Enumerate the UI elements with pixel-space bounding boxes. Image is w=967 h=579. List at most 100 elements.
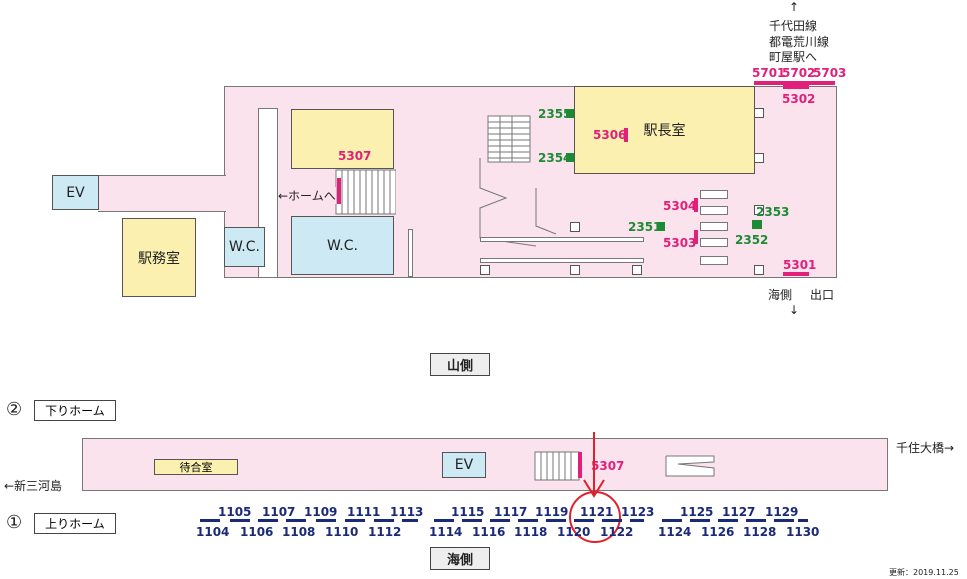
door-dash	[798, 519, 808, 522]
code-5702: 5702	[782, 66, 816, 80]
door-dash	[690, 519, 710, 522]
pillar	[408, 229, 413, 277]
marker-570x	[754, 81, 835, 85]
door-1113: 1113	[390, 505, 424, 519]
waiting-room: 待合室	[154, 459, 238, 475]
pillar-sq	[570, 222, 580, 232]
wc-large: W.C.	[291, 216, 394, 275]
marker-5301	[783, 272, 809, 276]
marker-2353	[752, 220, 762, 229]
gate-4	[700, 238, 728, 247]
gate-1	[700, 190, 728, 199]
connection-line-1: 千代田線	[769, 19, 818, 33]
ticket-gate-line	[480, 237, 644, 242]
door-dash	[434, 519, 454, 522]
station-office: 駅務室	[122, 218, 196, 297]
connection-line-2: 都電荒川線	[769, 35, 830, 49]
wc-small: W.C.	[224, 227, 265, 267]
code-5703: 5703	[813, 66, 847, 80]
ticket-gate-line-2	[480, 258, 644, 263]
staircase-room	[291, 109, 394, 169]
pillar-sq	[754, 265, 764, 275]
marker-5302	[783, 84, 809, 89]
door-1123: 1123	[621, 505, 655, 519]
door-1110: 1110	[325, 525, 359, 539]
platform2-number: ②	[6, 399, 23, 420]
pillar-sq	[632, 265, 642, 275]
exit-label: 出口	[810, 288, 835, 302]
door-1121: 1121	[580, 505, 614, 519]
door-1127: 1127	[722, 505, 756, 519]
door-dash	[258, 519, 278, 522]
door-dash	[230, 519, 250, 522]
door-dash	[518, 519, 538, 522]
door-dash	[662, 519, 682, 522]
station-master-room: 駅長室	[574, 86, 755, 174]
code-5306: 5306	[593, 128, 627, 142]
pillar-sq	[754, 205, 764, 215]
door-dash	[630, 519, 644, 522]
door-1109: 1109	[304, 505, 338, 519]
door-1104: 1104	[196, 525, 230, 539]
marker-5303	[694, 230, 698, 244]
door-1128: 1128	[743, 525, 777, 539]
platform1-number: ①	[6, 512, 23, 533]
door-1125: 1125	[680, 505, 714, 519]
code-5304: 5304	[663, 199, 697, 213]
door-dash	[718, 519, 738, 522]
marker-2351	[657, 222, 665, 231]
marker-2355	[566, 109, 574, 118]
code-2354: 2354	[538, 151, 572, 165]
door-dash	[402, 519, 418, 522]
door-dash	[345, 519, 365, 522]
door-dash	[574, 519, 594, 522]
platform-ev: EV	[442, 452, 486, 478]
code-2352: 2352	[735, 233, 769, 247]
door-dash	[746, 519, 766, 522]
code-2353: 2353	[756, 205, 790, 219]
platform-code-5307: 5307	[591, 459, 625, 473]
door-dash	[286, 519, 306, 522]
door-dash	[462, 519, 482, 522]
door-1106: 1106	[240, 525, 274, 539]
direction-right: 千住大橋→	[896, 441, 955, 455]
exit-side-label: 海側	[768, 288, 793, 302]
connection-line-3: 町屋駅へ	[769, 50, 818, 64]
door-1114: 1114	[429, 525, 463, 539]
door-dash	[490, 519, 510, 522]
door-1108: 1108	[282, 525, 316, 539]
platform1-label: 上りホーム	[34, 513, 116, 534]
marker-5304	[694, 198, 698, 212]
gate-2	[700, 206, 728, 215]
concourse-ev: EV	[52, 175, 99, 210]
door-dash	[374, 519, 394, 522]
ev-corridor	[98, 175, 226, 212]
door-1111: 1111	[347, 505, 381, 519]
platform-escalator	[665, 455, 715, 477]
platform-marker-5307	[578, 452, 582, 478]
door-dash	[316, 519, 336, 522]
door-1107: 1107	[262, 505, 296, 519]
code-5701: 5701	[752, 66, 786, 80]
marker-2354	[566, 153, 574, 162]
door-1126: 1126	[701, 525, 735, 539]
door-dash	[602, 519, 622, 522]
pillar-sq	[754, 153, 764, 163]
door-dash	[546, 519, 566, 522]
door-1105: 1105	[218, 505, 252, 519]
sea-side-label: 海側	[430, 547, 490, 570]
door-1130: 1130	[786, 525, 820, 539]
code-5302: 5302	[782, 92, 816, 106]
arrow-down: ↓	[789, 303, 800, 317]
code-5303: 5303	[663, 236, 697, 250]
code-2351: 2351	[628, 220, 662, 234]
door-1129: 1129	[765, 505, 799, 519]
highlight-arrow	[569, 432, 621, 543]
direction-left: ←新三河島	[4, 479, 63, 493]
door-1120: 1120	[557, 525, 591, 539]
arrow-up: ↑	[789, 0, 800, 14]
gate-5	[700, 256, 728, 265]
door-1122: 1122	[600, 525, 634, 539]
door-dash	[200, 519, 220, 522]
stairs-to-platform	[335, 169, 396, 215]
